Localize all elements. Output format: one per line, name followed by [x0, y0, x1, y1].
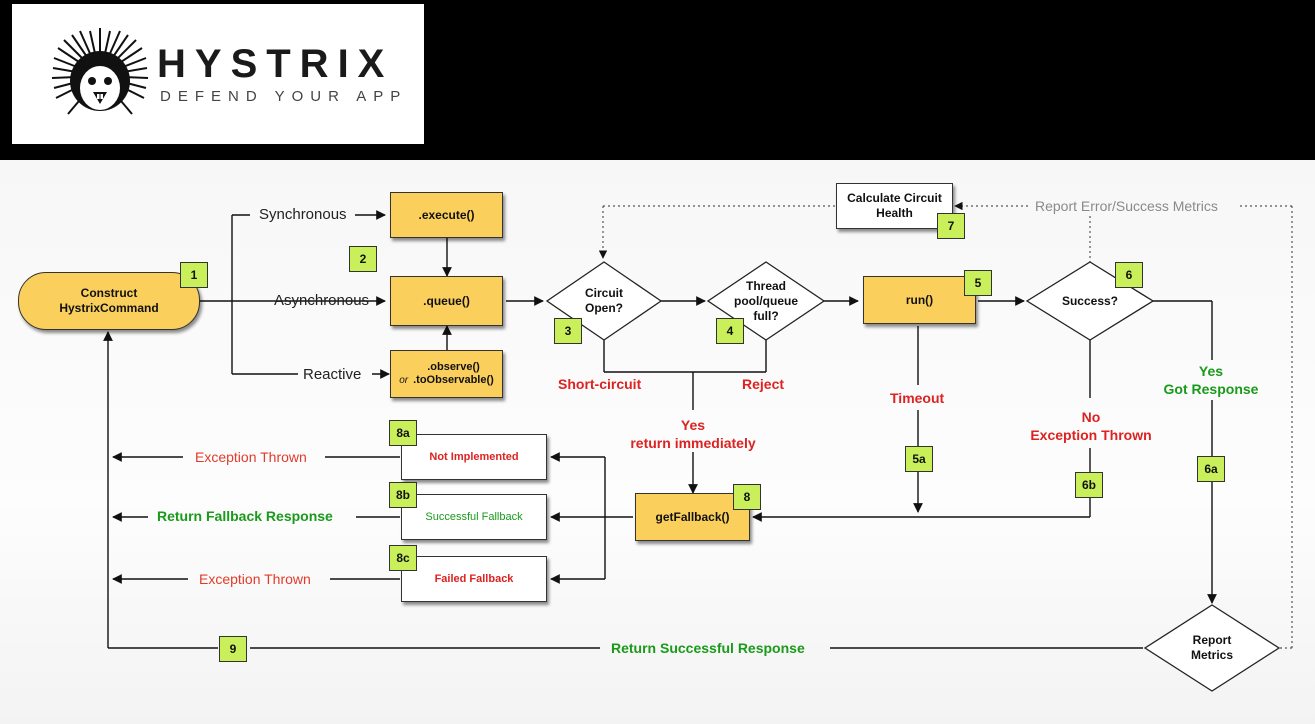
synchronous-label: Synchronous [259, 206, 347, 223]
step-badge-8c: 8c [389, 545, 417, 571]
step-badge-4: 4 [716, 318, 744, 344]
or-label: or [399, 375, 409, 386]
execute-node: .execute() [390, 192, 503, 238]
exception-thrown-label-2: Exception Thrown [199, 571, 311, 587]
porcupine-logo [51, 28, 149, 115]
no-exception-label: No Exception Thrown [1030, 409, 1152, 443]
step-badge-8a: 8a [389, 420, 417, 446]
step-badge-7: 7 [937, 213, 965, 239]
asynchronous-label: Asynchronous [274, 292, 370, 309]
step-badge-6b: 6b [1075, 472, 1103, 498]
failed-fallback-label: Failed Fallback [434, 573, 514, 585]
step-badge-9: 9 [219, 636, 247, 662]
logo-title: HYSTRIX [157, 42, 394, 86]
yes-got-response-label: Yes Got Response [1163, 363, 1259, 397]
calculate-health-node: Calculate Circuit Health [836, 183, 953, 229]
logo-tagline: DEFEND YOUR APP [160, 88, 408, 105]
yes-return-immediately-label: Yes return immediately [630, 417, 756, 451]
failed-fallback-node: Failed Fallback [401, 556, 547, 602]
reject-label: Reject [742, 376, 785, 392]
timeout-label: Timeout [890, 390, 945, 406]
get-fallback-node: getFallback() [635, 493, 750, 541]
step-badge-8b: 8b [389, 482, 417, 508]
successful-fallback-label: Successful Fallback [425, 511, 523, 523]
run-node: run() [863, 276, 976, 324]
success-label: Success? [1061, 294, 1119, 308]
step-badge-3: 3 [554, 318, 582, 344]
return-successful-response-label: Return Successful Response [611, 640, 805, 656]
observe-node: .observe() or .toObservable() [390, 350, 503, 398]
step-badge-6: 6 [1115, 262, 1143, 288]
circuit-open-label: Circuit Open? [584, 286, 623, 315]
step-badge-2: 2 [349, 246, 377, 272]
step-badge-5a: 5a [905, 446, 933, 472]
step-badge-1: 1 [180, 262, 208, 288]
exception-thrown-label-1: Exception Thrown [195, 449, 307, 465]
report-metrics-line-label: Report Error/Success Metrics [1035, 198, 1218, 214]
construct-command-node: Construct HystrixCommand [18, 272, 200, 330]
queue-node: .queue() [390, 276, 503, 326]
reactive-label: Reactive [303, 366, 362, 383]
observe-label: .observe() [427, 361, 480, 373]
return-fallback-response-label: Return Fallback Response [157, 508, 333, 524]
step-badge-6a: 6a [1197, 456, 1225, 482]
not-implemented-node: Not Implemented [401, 434, 547, 480]
successful-fallback-node: Successful Fallback [401, 494, 547, 540]
report-metrics-label: Report Metrics [1190, 633, 1234, 662]
diagram-canvas [0, 160, 1315, 724]
hystrix-logo-card: HYSTRIX DEFEND YOUR APP [12, 4, 424, 144]
step-badge-5: 5 [964, 270, 992, 296]
to-observable-label: .toObservable() [413, 374, 494, 386]
to-observable-row: or .toObservable() [399, 374, 494, 387]
step-badge-8: 8 [733, 484, 761, 510]
thread-pool-label: Thread pool/queue full? [734, 279, 798, 323]
report-metrics-diamond [1143, 604, 1281, 692]
short-circuit-label: Short-circuit [558, 376, 642, 392]
not-implemented-label: Not Implemented [429, 451, 519, 463]
